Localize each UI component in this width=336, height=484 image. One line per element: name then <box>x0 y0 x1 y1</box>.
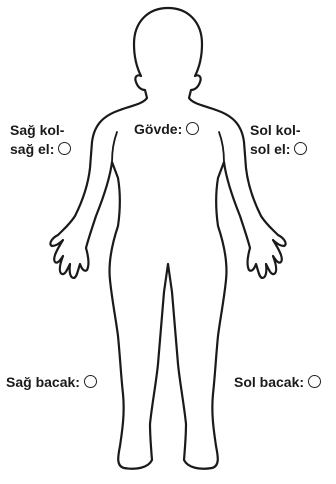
left-leg-label: Sol bacak: <box>234 373 321 392</box>
left-leg-radio[interactable] <box>308 375 321 388</box>
torso-label: Gövde: <box>134 120 199 139</box>
right-leg-label: Sağ bacak: <box>6 373 97 392</box>
left-arm-label-line2: sol el: <box>250 141 290 157</box>
left-leg-label-text: Sol bacak: <box>234 374 304 390</box>
right-leg-radio[interactable] <box>84 375 97 388</box>
left-arm-label: Sol kol- sol el: <box>250 121 307 159</box>
right-leg-label-text: Sağ bacak: <box>6 374 80 390</box>
right-arm-label-line1: Sağ kol- <box>10 121 71 140</box>
right-arm-label-line2-row: sağ el: <box>10 140 71 159</box>
left-arm-label-line2-row: sol el: <box>250 140 307 159</box>
right-arm-radio[interactable] <box>58 142 71 155</box>
torso-radio[interactable] <box>186 122 199 135</box>
torso-label-text: Gövde: <box>134 121 182 137</box>
inner-arm-line-left <box>219 132 224 162</box>
right-arm-label: Sağ kol- sağ el: <box>10 121 71 159</box>
body-outline <box>50 8 285 469</box>
right-arm-label-line2: sağ el: <box>10 141 54 157</box>
inner-arm-line-right <box>112 132 117 162</box>
left-arm-label-line1: Sol kol- <box>250 121 307 140</box>
left-arm-radio[interactable] <box>294 142 307 155</box>
